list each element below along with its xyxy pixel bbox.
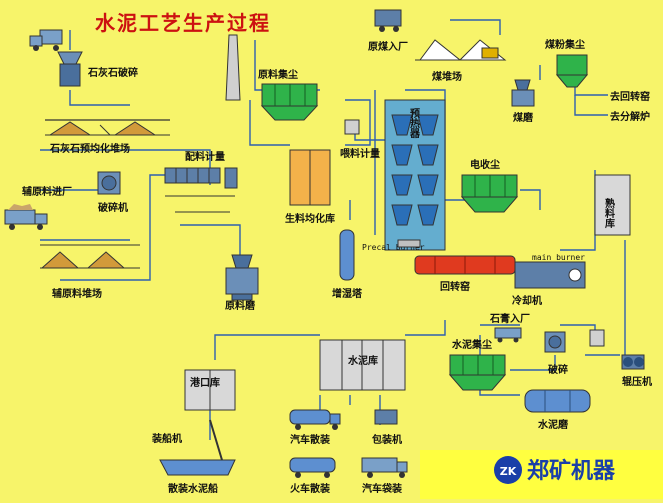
limestone-truck bbox=[29, 29, 63, 51]
cooler bbox=[514, 261, 586, 289]
aux-crusher bbox=[97, 171, 121, 195]
gypsum-bin bbox=[589, 329, 605, 347]
coal-dust-label: 煤粉集尘 bbox=[545, 38, 585, 51]
aux-crusher-label: 破碎机 bbox=[98, 201, 128, 214]
port-silo bbox=[184, 369, 236, 411]
limestone-yard bbox=[45, 119, 170, 136]
raw-dust-label: 原料集尘 bbox=[258, 68, 298, 81]
aux-yard-label: 辅原料堆场 bbox=[52, 287, 102, 300]
rotary-kiln-label: 回转窑 bbox=[440, 280, 470, 293]
preheater-tower bbox=[384, 99, 446, 251]
coal-yard bbox=[415, 39, 507, 61]
coal-dust-collector bbox=[555, 54, 589, 88]
roller-press bbox=[621, 354, 645, 370]
gypsum-crusher bbox=[544, 331, 566, 353]
bulk-truck bbox=[289, 409, 341, 430]
truck-bag-label: 汽车袋装 bbox=[362, 482, 402, 495]
port-silo-label: 港口库 bbox=[190, 376, 220, 389]
ship-loader-label: 装船机 bbox=[151, 432, 182, 445]
ship-bag-label: 散装水泥船 bbox=[168, 482, 218, 495]
rotary-kiln bbox=[414, 255, 516, 275]
coal-mill-label: 煤磨 bbox=[513, 111, 534, 124]
bag-truck bbox=[361, 457, 408, 478]
limestone-crush-label: 石灰石破碎 bbox=[87, 66, 138, 79]
feed-meter bbox=[344, 119, 360, 135]
coal-in-label: 原煤入厂 bbox=[368, 40, 408, 53]
crushing-label: 破碎 bbox=[548, 363, 568, 376]
gypsum-truck bbox=[494, 327, 522, 343]
batching-hoppers bbox=[164, 167, 238, 213]
clinker-silo bbox=[594, 174, 631, 236]
cement-silo-label: 水泥库 bbox=[347, 354, 378, 367]
preheater-label: 预热器 bbox=[408, 108, 421, 139]
gypsum-in-label: 石膏入厂 bbox=[489, 312, 530, 325]
main-burner-label: main burner bbox=[532, 253, 585, 262]
to-kiln-label: 去回转窑 bbox=[610, 90, 650, 103]
humid-tower-label: 增湿塔 bbox=[332, 287, 363, 300]
brand-logo: ZK bbox=[420, 450, 663, 499]
raw-dust-collector bbox=[260, 83, 319, 121]
electrostatic-precipitator bbox=[460, 174, 519, 213]
bulk-train bbox=[289, 457, 336, 478]
raw-homo-silo bbox=[289, 149, 331, 206]
diagram-title: 水泥工艺生产过程 bbox=[95, 11, 271, 35]
esp-label: 电收尘 bbox=[470, 158, 500, 171]
cement-dust-collector bbox=[448, 354, 507, 391]
train-bulk-label: 火车散装 bbox=[290, 482, 330, 495]
chimney bbox=[225, 34, 241, 101]
cement-mill bbox=[524, 389, 591, 413]
brand-logo-icon: ZK bbox=[500, 465, 517, 478]
feed-meter-label: 喂料计量 bbox=[340, 147, 380, 160]
raw-mill bbox=[225, 254, 259, 301]
cement-mill-label: 水泥磨 bbox=[537, 418, 569, 431]
coal-yard-label: 煤堆场 bbox=[432, 70, 462, 83]
precal-burner-label: Precal burner bbox=[362, 243, 425, 252]
cement-dust-label: 水泥集尘 bbox=[451, 338, 492, 351]
cooler-label: 冷却机 bbox=[512, 294, 542, 307]
raw-homo-label: 生料均化库 bbox=[285, 212, 335, 225]
aux-truck bbox=[4, 204, 48, 230]
clinker-label: 熟料库 bbox=[603, 197, 615, 229]
humid-tower bbox=[339, 229, 355, 281]
ship-loader bbox=[209, 419, 223, 461]
packer bbox=[374, 409, 398, 425]
coal-mill bbox=[511, 79, 535, 107]
limestone-crusher bbox=[57, 51, 83, 87]
cement-silo bbox=[319, 339, 406, 391]
truck-bulk-label: 汽车散装 bbox=[290, 433, 330, 446]
ship bbox=[159, 459, 236, 476]
brand-name: 郑矿机器 bbox=[527, 458, 616, 484]
aux-in-label: 辅原料进厂 bbox=[22, 185, 72, 198]
to-calciner-label: 去分解炉 bbox=[610, 110, 650, 123]
batching-label: 配料计量 bbox=[185, 150, 225, 163]
packer-label: 包装机 bbox=[372, 433, 402, 446]
aux-yard bbox=[40, 244, 140, 269]
coal-train bbox=[374, 9, 402, 32]
limestone-yard-label: 石灰石预均化堆场 bbox=[49, 142, 130, 155]
precal-burner bbox=[397, 239, 421, 248]
roller-press-label: 辊压机 bbox=[622, 375, 652, 388]
raw-mill-label: 原料磨 bbox=[225, 299, 256, 312]
